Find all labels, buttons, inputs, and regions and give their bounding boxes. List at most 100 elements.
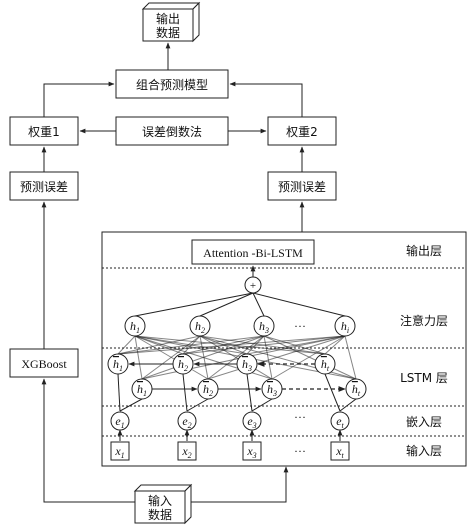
prediction-error-right-box: 预测误差	[267, 171, 337, 201]
edge-lstm-to-attention	[117, 335, 265, 355]
edge-attention-to-sum	[252, 292, 265, 317]
backward-lstm-node	[236, 353, 258, 375]
ellipsis: ···	[294, 410, 306, 424]
weight2-box: 权重2	[267, 116, 337, 146]
edge-embed-to-backward	[117, 373, 121, 412]
arrow-weight2-to-combine	[229, 81, 303, 117]
input-node-label: x3	[246, 444, 256, 460]
xgboost-label: XGBoost	[21, 357, 67, 371]
layer-label-attention: 注意力层	[400, 313, 448, 328]
edge-lstm-to-attention	[271, 335, 346, 380]
input-data-line2: 数据	[148, 507, 172, 522]
edge-attention-to-sum	[199, 292, 254, 317]
forward-lstm-node-label: h3	[267, 382, 277, 398]
attention-node-label: h3	[259, 319, 269, 335]
edge-lstm-to-attention	[141, 335, 201, 380]
edge-lstm-to-attention	[182, 335, 265, 355]
output-data-cube: 输出 数据	[141, 1, 201, 43]
xgboost-box: XGBoost	[9, 348, 79, 378]
layer-label-input: 输入层	[406, 443, 442, 458]
layer-label-output: 输出层	[406, 243, 442, 258]
ellipsis: ···	[294, 444, 306, 458]
backward-lstm-node	[172, 353, 194, 375]
edge-embed-to-backward	[246, 373, 253, 412]
sum-symbol: +	[250, 280, 256, 292]
attention-bilstm-panel: 输出层 注意力层 LSTM 层 嵌入层 输入层	[101, 231, 467, 467]
input-data-cube: 输入 数据	[133, 483, 193, 525]
edge-embed-to-backward	[182, 373, 188, 412]
error-inverse-box: 误差倒数法	[115, 116, 229, 146]
forward-lstm-node	[345, 378, 367, 400]
attention-node	[253, 315, 275, 337]
prediction-error-left-box: 预测误差	[9, 171, 79, 201]
attention-node	[124, 315, 146, 337]
arrow-input-to-xgboost	[41, 378, 135, 503]
input-node-label: x2	[181, 444, 191, 460]
input-data-line1: 输入	[148, 493, 172, 508]
edge-lstm-to-attention	[134, 335, 143, 380]
backward-lstm-node	[314, 353, 336, 375]
input-node	[110, 441, 130, 461]
input-node	[330, 441, 350, 461]
attention-node	[334, 315, 356, 337]
embedding-node-label: e3	[247, 414, 256, 430]
edge-embed-to-backward	[324, 373, 341, 412]
edge-attention-to-sum	[252, 292, 346, 317]
edge-embed-to-forward	[251, 398, 273, 412]
input-node-label: xt	[335, 444, 344, 460]
edge-embed-to-forward	[339, 398, 357, 412]
attention-bilstm-box: Attention -Bi-LSTM	[191, 239, 315, 265]
combined-forecast-model-box: 组合预测模型	[115, 69, 229, 99]
arrow-input-to-bilstm	[185, 466, 289, 503]
edge-attention-to-sum	[134, 292, 254, 317]
edge-lstm-to-attention	[263, 335, 273, 380]
layer-label-embedding: 嵌入层	[406, 415, 442, 429]
attention-node-label: hi	[341, 319, 349, 335]
embedding-node	[242, 411, 262, 431]
prediction-error-right-label: 预测误差	[278, 180, 326, 194]
forward-lstm-node-label: h1	[137, 382, 147, 398]
edge-lstm-to-attention	[117, 335, 346, 355]
embedding-node	[330, 411, 350, 431]
embedding-node	[110, 411, 130, 431]
edge-lstm-to-attention	[117, 335, 136, 355]
weight1-label: 权重1	[28, 125, 60, 139]
error-inverse-label: 误差倒数法	[142, 124, 202, 139]
edge-lstm-to-attention	[141, 335, 265, 380]
forward-lstm-node-label: h2	[203, 382, 213, 398]
output-data-line1: 输出	[156, 11, 180, 26]
edge-embed-to-forward	[186, 398, 209, 412]
forward-lstm-node	[131, 378, 153, 400]
embedding-node-label: et	[336, 414, 344, 430]
edge-lstm-to-attention	[344, 335, 357, 380]
edge-lstm-to-attention	[117, 335, 201, 355]
backward-lstm-node-label: ht	[321, 357, 330, 373]
layer-label-lstm: LSTM 层	[400, 371, 448, 385]
embedding-node-label: e1	[115, 414, 124, 430]
output-data-line2: 数据	[156, 25, 180, 40]
forward-lstm-node-label: ht	[352, 382, 361, 398]
backward-lstm-node-label: h3	[242, 357, 252, 373]
arrow-weight1-to-combine	[43, 81, 115, 117]
combined-forecast-model-label: 组合预测模型	[136, 77, 208, 92]
edge-lstm-to-attention	[207, 335, 346, 380]
forward-lstm-node	[261, 378, 283, 400]
attention-node-label: h2	[195, 319, 205, 335]
edge-lstm-to-attention	[182, 335, 346, 355]
edge-embed-to-forward	[119, 398, 143, 412]
weight2-label: 权重2	[286, 125, 318, 139]
input-node	[177, 441, 197, 461]
ellipsis: ···	[294, 319, 306, 333]
prediction-error-left-label: 预测误差	[20, 180, 68, 194]
forward-lstm-node	[197, 378, 219, 400]
backward-lstm-node-label: h1	[113, 357, 123, 373]
embedding-node-label: e2	[182, 414, 191, 430]
edge-lstm-to-attention	[324, 335, 346, 355]
weight1-box: 权重1	[9, 116, 79, 146]
input-node-label: x1	[114, 444, 124, 460]
backward-lstm-node	[107, 353, 129, 375]
sum-node: +	[244, 276, 262, 294]
